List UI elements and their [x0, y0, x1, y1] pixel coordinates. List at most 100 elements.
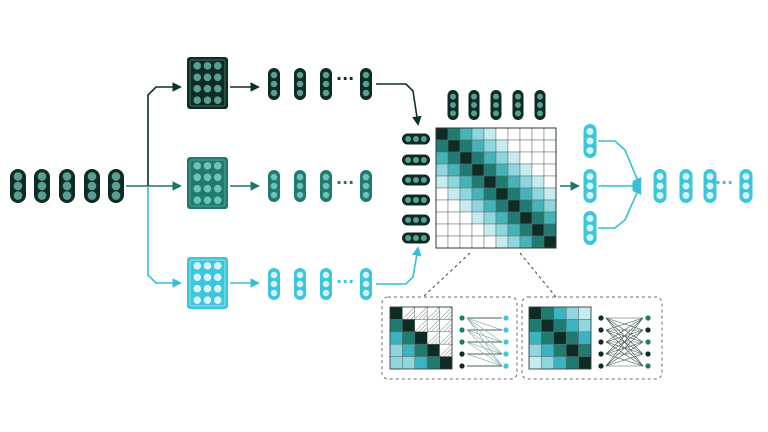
attention-cell	[507, 235, 521, 249]
masked-cell	[414, 343, 428, 357]
mask-hatch	[406, 310, 416, 320]
token-dot	[413, 235, 419, 241]
node-left	[598, 351, 604, 357]
token-dot	[62, 172, 72, 181]
projected-token-icon	[294, 268, 306, 300]
node-right	[645, 315, 651, 321]
attention-cell	[507, 199, 521, 213]
token-dot	[322, 89, 330, 97]
full-cell	[541, 343, 555, 357]
full-cell	[553, 356, 567, 370]
projected-token-icon	[360, 68, 372, 100]
projected-token-icon	[320, 268, 332, 300]
weight-dot	[193, 273, 202, 282]
mask-hatch	[414, 306, 428, 320]
attention-cell	[543, 211, 557, 225]
token-dot	[296, 182, 304, 190]
full-cell	[578, 306, 592, 320]
token-dot	[13, 191, 23, 200]
token-dot	[413, 217, 419, 223]
token-dot	[322, 271, 330, 279]
attention-cell	[447, 175, 461, 189]
masked-edge	[466, 341, 503, 367]
arrow-dark-to-attention	[376, 83, 422, 126]
head-token-icon	[583, 211, 597, 245]
attention-cell	[495, 199, 509, 213]
full-edge	[605, 353, 644, 367]
weight-dot	[193, 196, 202, 204]
full-cell	[565, 319, 579, 333]
token-dot	[87, 191, 97, 200]
weight-dot	[213, 173, 222, 182]
attention-cell	[483, 163, 497, 177]
token-dot	[362, 182, 370, 190]
mask-hatch	[422, 327, 428, 333]
weight-dot	[213, 184, 222, 193]
attention-cell	[459, 151, 473, 165]
token-row-icon	[402, 232, 430, 244]
token-dot	[62, 181, 72, 191]
weight-dot	[203, 284, 212, 293]
node-left	[598, 363, 604, 369]
token-dot	[471, 102, 477, 108]
token-row-icon	[402, 194, 430, 206]
full-cell	[528, 319, 542, 333]
key-token-icon	[534, 90, 546, 120]
token-dot	[706, 172, 714, 180]
weight-dot	[213, 162, 222, 170]
weight-dot	[193, 96, 202, 104]
attention-cell	[531, 163, 545, 177]
attention-cell	[519, 235, 533, 249]
token-dot	[493, 102, 499, 108]
masked-edge	[466, 329, 503, 367]
token-dot	[296, 89, 304, 97]
full-cell	[528, 306, 542, 320]
weight-dot	[213, 273, 222, 282]
attention-cell	[471, 163, 485, 177]
mask-hatch	[439, 331, 453, 345]
attention-cell	[435, 235, 449, 249]
weight-dot	[203, 273, 212, 282]
attention-cell	[471, 211, 485, 225]
attention-cell	[447, 187, 461, 201]
attention-cell	[507, 127, 521, 141]
key-token-icon	[512, 90, 524, 120]
input-token-columns	[10, 169, 124, 203]
attention-cell	[543, 199, 557, 213]
token-dot	[111, 172, 121, 181]
token-dot	[405, 235, 412, 241]
token-dot	[296, 289, 304, 297]
token-dot	[270, 71, 278, 79]
mask-hatch	[434, 339, 440, 345]
full-cell	[553, 306, 567, 320]
token-dot	[322, 173, 330, 181]
attention-cell	[507, 163, 521, 177]
mask-hatch	[422, 314, 428, 320]
attention-cell	[507, 175, 521, 189]
attention-cell	[435, 211, 449, 225]
token-dot	[322, 80, 330, 88]
token-dot	[742, 172, 750, 180]
zoom-line-left	[422, 252, 471, 298]
attention-cell	[447, 139, 461, 153]
key-token-icon	[490, 90, 502, 120]
masked-cell	[426, 343, 440, 357]
attention-cell	[519, 175, 533, 189]
attention-cell	[435, 163, 449, 177]
token-dot	[420, 197, 427, 203]
token-row-icon	[402, 214, 430, 226]
input-token-icon	[34, 169, 50, 203]
attention-variant-panels	[381, 252, 663, 380]
token-dot	[537, 93, 543, 100]
token-dot	[586, 147, 594, 155]
token-row-icon	[402, 133, 430, 145]
token-dot	[450, 93, 456, 100]
attention-cell	[519, 187, 533, 201]
projected-token-icon	[360, 170, 372, 202]
token-dot	[413, 197, 419, 203]
attention-cell	[435, 223, 449, 237]
weight-matrix-mid	[187, 157, 228, 209]
token-dot	[362, 89, 370, 97]
input-token-icon	[84, 169, 100, 203]
masked-cell	[426, 356, 440, 370]
